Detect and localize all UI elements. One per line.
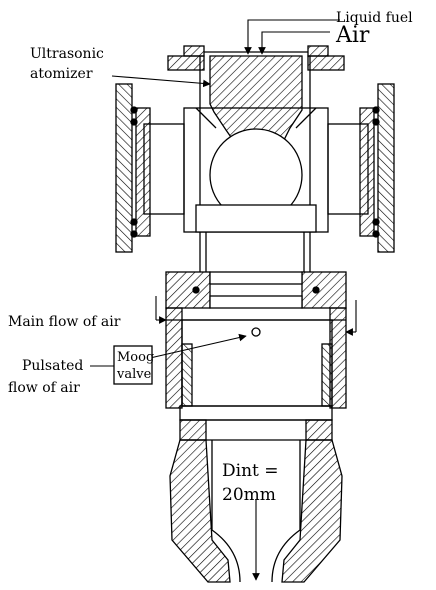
top-flange xyxy=(167,45,345,71)
annotations xyxy=(90,19,357,581)
pulsation-chamber xyxy=(165,307,347,409)
neck-section xyxy=(199,232,311,272)
cross-chamber xyxy=(183,107,329,233)
label-main-flow: Main flow of air xyxy=(8,314,121,330)
label-liquid-fuel: Liquid fuel xyxy=(336,10,413,26)
label-ultrasonic-line2: atomizer xyxy=(30,66,93,82)
label-dint-line2: 20mm xyxy=(222,485,276,505)
left-arm xyxy=(115,83,185,253)
label-pulsated-line1: Pulsated xyxy=(22,358,83,374)
middle-flange xyxy=(165,271,347,309)
nozzle xyxy=(169,439,343,583)
label-moog-line1: Moog xyxy=(117,350,154,365)
right-arm xyxy=(327,83,395,253)
label-dint-line1: Dint = xyxy=(222,461,279,481)
lower-flange xyxy=(179,405,333,441)
label-air: Air xyxy=(335,23,370,48)
label-pulsated-line2: flow of air xyxy=(8,380,80,396)
pulsated-air-inlet-port xyxy=(251,327,261,337)
moog-valve-box xyxy=(113,345,153,385)
label-moog-line2: valve xyxy=(116,367,152,382)
label-ultrasonic-line1: Ultrasonic xyxy=(30,46,104,62)
